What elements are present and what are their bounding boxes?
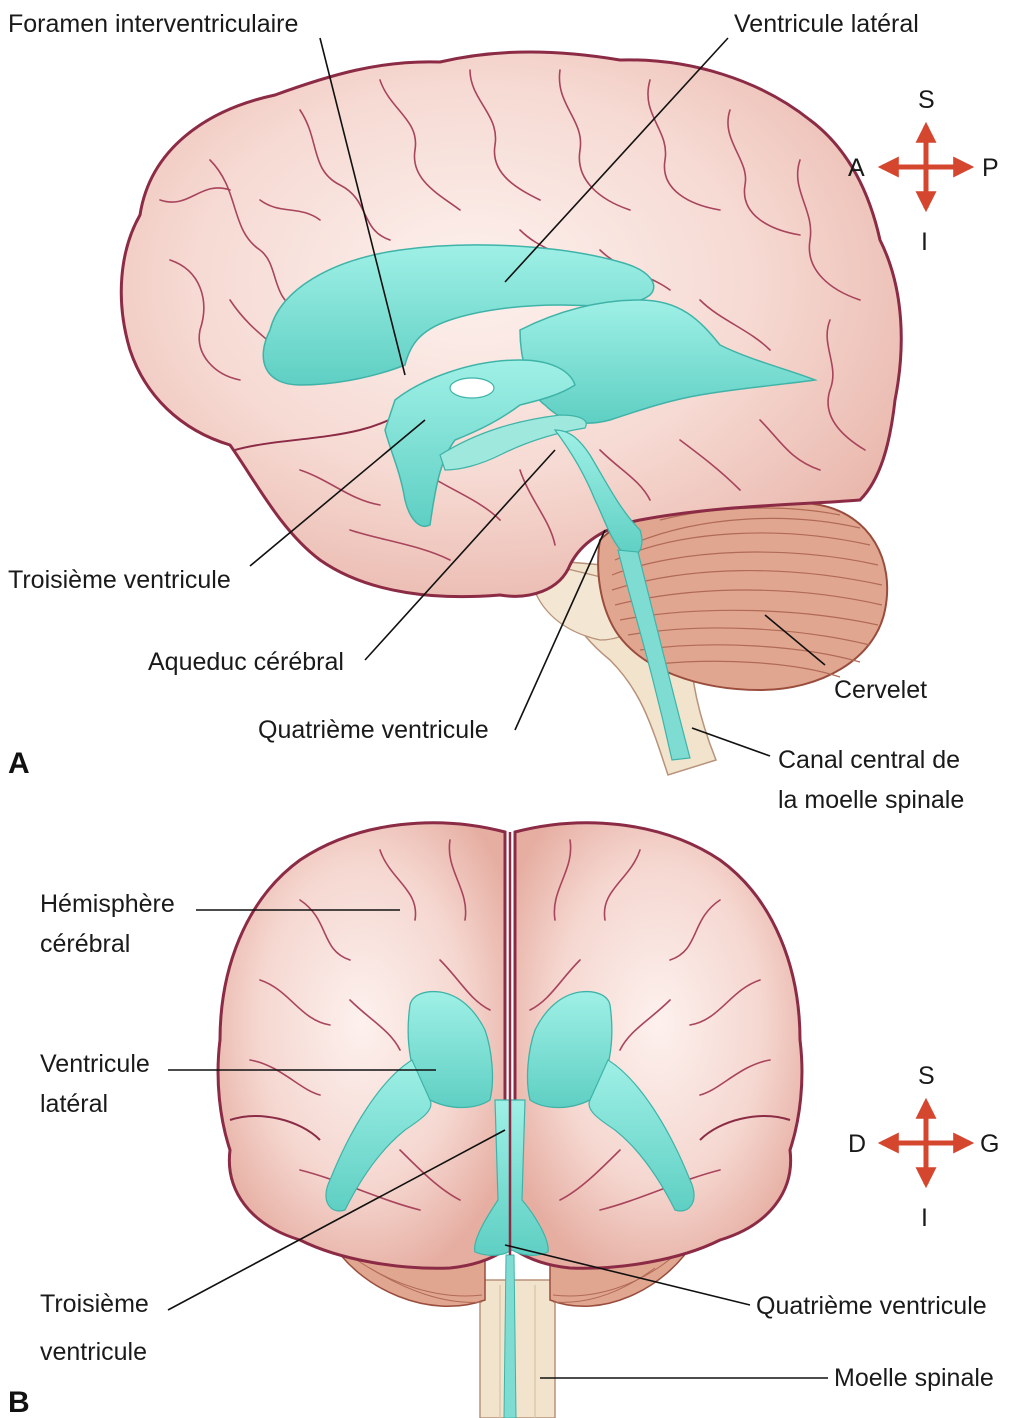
- label-central-canal-line1: Canal central de: [778, 746, 960, 774]
- panel-letter-b: B: [8, 1386, 30, 1418]
- spinal-cord-b: [480, 1280, 555, 1418]
- label-foramen-interventricular: Foramen interventriculaire: [8, 10, 298, 38]
- label-lateral-ventricle-b-line2: latéral: [40, 1090, 108, 1118]
- label-third-ventricle-b-line1: Troisième: [40, 1290, 149, 1318]
- label-spinal-cord: Moelle spinale: [834, 1364, 994, 1392]
- label-cerebellum: Cervelet: [834, 676, 927, 704]
- compass-a-up-label: S: [918, 86, 935, 114]
- panel-a-lateral-view: Foramen interventriculaire Ventricule la…: [8, 10, 999, 814]
- orientation-compass-b: S I D G: [848, 1062, 999, 1232]
- compass-b-right-label: G: [980, 1130, 999, 1158]
- compass-a-down-label: I: [921, 228, 928, 256]
- label-lateral-ventricle-b-line1: Ventricule: [40, 1050, 150, 1078]
- label-hemisphere-line2: cérébral: [40, 930, 130, 958]
- label-fourth-ventricle-b: Quatrième ventricule: [756, 1292, 987, 1320]
- compass-a-left-label: A: [848, 154, 865, 182]
- label-central-canal-line2: la moelle spinale: [778, 786, 964, 814]
- label-lateral-ventricle-a: Ventricule latéral: [734, 10, 919, 38]
- panel-b-frontal-view: Hémisphère cérébral Ventricule latéral T…: [8, 823, 999, 1418]
- label-hemisphere-line1: Hémisphère: [40, 890, 175, 918]
- label-third-ventricle-a: Troisième ventricule: [8, 566, 231, 594]
- compass-b-up-label: S: [918, 1062, 935, 1090]
- compass-b-down-label: I: [921, 1204, 928, 1232]
- label-fourth-ventricle-a: Quatrième ventricule: [258, 716, 489, 744]
- label-third-ventricle-b-line2: ventricule: [40, 1338, 147, 1366]
- compass-b-left-label: D: [848, 1130, 866, 1158]
- label-cerebral-aqueduct: Aqueduc cérébral: [148, 648, 344, 676]
- compass-a-right-label: P: [982, 154, 999, 182]
- panel-letter-a: A: [8, 747, 30, 780]
